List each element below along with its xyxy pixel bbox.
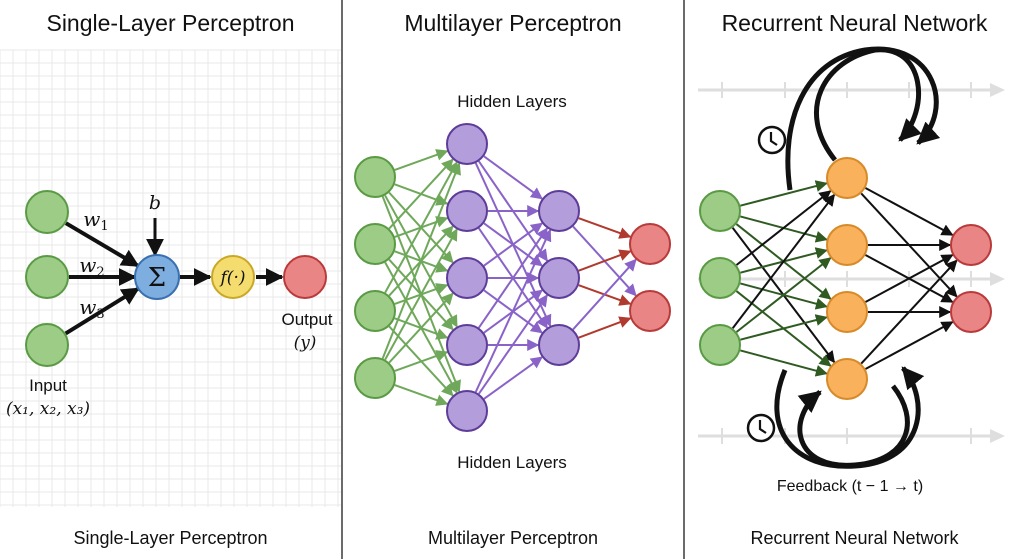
weight-label-1: w1 — [83, 207, 108, 234]
hidden-layers-label-bottom: Hidden Layers — [457, 453, 567, 472]
input-hidden-connection — [735, 190, 832, 266]
input-node — [699, 257, 741, 299]
output-node — [629, 290, 671, 332]
input-node — [354, 290, 396, 332]
recurrent-loop-top-outer — [785, 46, 941, 191]
input-hidden-connection — [740, 349, 828, 377]
layer-3-connection — [578, 249, 632, 272]
activation-label: f(·) — [219, 268, 246, 288]
panel-divider — [683, 0, 685, 559]
timeline-arrowhead — [990, 83, 1005, 97]
hidden-node — [538, 324, 580, 366]
timeline-arrowhead — [990, 429, 1005, 443]
input-node — [699, 190, 741, 232]
layer-1-connection — [384, 161, 458, 294]
output-node — [283, 255, 327, 299]
hidden-node — [446, 190, 488, 232]
layer-1-connection — [394, 350, 449, 372]
input-node — [25, 190, 69, 234]
input-node — [699, 324, 741, 366]
input-node — [354, 156, 396, 198]
layer-3-connection — [578, 316, 632, 339]
sum-node — [134, 254, 180, 300]
hidden-output-connection — [865, 187, 954, 236]
recurrent-hidden-node — [826, 358, 868, 400]
hidden-output-connection — [865, 321, 954, 370]
layer-2-connection — [483, 222, 543, 267]
timeline-arrowhead — [990, 272, 1005, 286]
hidden-node — [446, 257, 488, 299]
layer-3-connection — [578, 217, 632, 239]
input-hidden-connection — [731, 193, 836, 329]
output-node — [950, 224, 992, 266]
sum-symbol: Σ — [148, 263, 166, 293]
layer-2-connection — [478, 227, 548, 329]
weight-label-3: w3 — [79, 295, 104, 322]
weight-label-2: w2 — [79, 253, 104, 280]
input-node — [25, 255, 69, 299]
activation-node — [211, 255, 255, 299]
layer-2-connection — [474, 228, 552, 393]
input-node — [354, 357, 396, 399]
panel-caption: Recurrent Neural Network — [750, 528, 959, 548]
bias-label: b — [149, 192, 161, 214]
panel-caption: Single-Layer Perceptron — [73, 528, 268, 548]
layer-1-connection — [388, 292, 454, 364]
input-label: Input — [29, 376, 67, 395]
layer-1-connection — [394, 384, 449, 406]
input-node — [354, 223, 396, 265]
panel-title: Recurrent Neural Network — [721, 10, 988, 36]
output-var: (y) — [294, 333, 317, 353]
layer-1-connection — [381, 162, 461, 359]
recurrent-hidden-node — [826, 157, 868, 199]
input-hidden-connection — [740, 314, 828, 341]
hidden-node — [446, 324, 488, 366]
layer-1-connection — [394, 149, 449, 171]
weight-arrow — [64, 221, 140, 268]
layer-1-connection — [384, 228, 458, 361]
layer-1-connection — [388, 158, 454, 230]
clock-hands — [758, 420, 767, 434]
input-hidden-connection — [735, 257, 832, 333]
layer-2-connection — [478, 294, 548, 395]
hidden-node — [446, 390, 488, 432]
recurrent-loop-top-inner — [814, 47, 922, 162]
panel-title: Multilayer Perceptron — [404, 10, 622, 36]
output-node — [950, 291, 992, 333]
panel-caption: Multilayer Perceptron — [427, 528, 599, 548]
input-vars: (x₁, x₂, x₃) — [6, 399, 90, 419]
hidden-output-connection — [860, 259, 958, 365]
input-hidden-connection — [740, 180, 828, 207]
panel-divider — [341, 0, 343, 559]
output-node — [629, 223, 671, 265]
layer-3-connection — [572, 258, 637, 331]
hidden-node — [538, 190, 580, 232]
panel-title: Single-Layer Perceptron — [46, 10, 295, 36]
hidden-node — [446, 123, 488, 165]
layer-2-connection — [483, 356, 543, 400]
weight-arrow — [64, 286, 140, 336]
panel-recurrent-neural-network: Feedback (t − 1 → t) Recurrent Neural Ne… — [685, 0, 1024, 559]
clock-hands — [769, 132, 778, 146]
layer-2-connection — [483, 155, 543, 200]
recurrent-loop-bottom-outer — [774, 366, 925, 469]
recurrent-hidden-node — [826, 291, 868, 333]
rnn-diagram: Feedback (t − 1 → t) — [698, 46, 1005, 495]
recurrent-hidden-node — [826, 224, 868, 266]
feedback-label: Feedback (t − 1 → t) — [777, 478, 923, 495]
hidden-output-connection — [865, 254, 954, 303]
hidden-layers-label-top: Hidden Layers — [457, 92, 567, 111]
output-label: Output — [281, 310, 332, 329]
input-node — [25, 323, 69, 367]
hidden-node — [538, 257, 580, 299]
